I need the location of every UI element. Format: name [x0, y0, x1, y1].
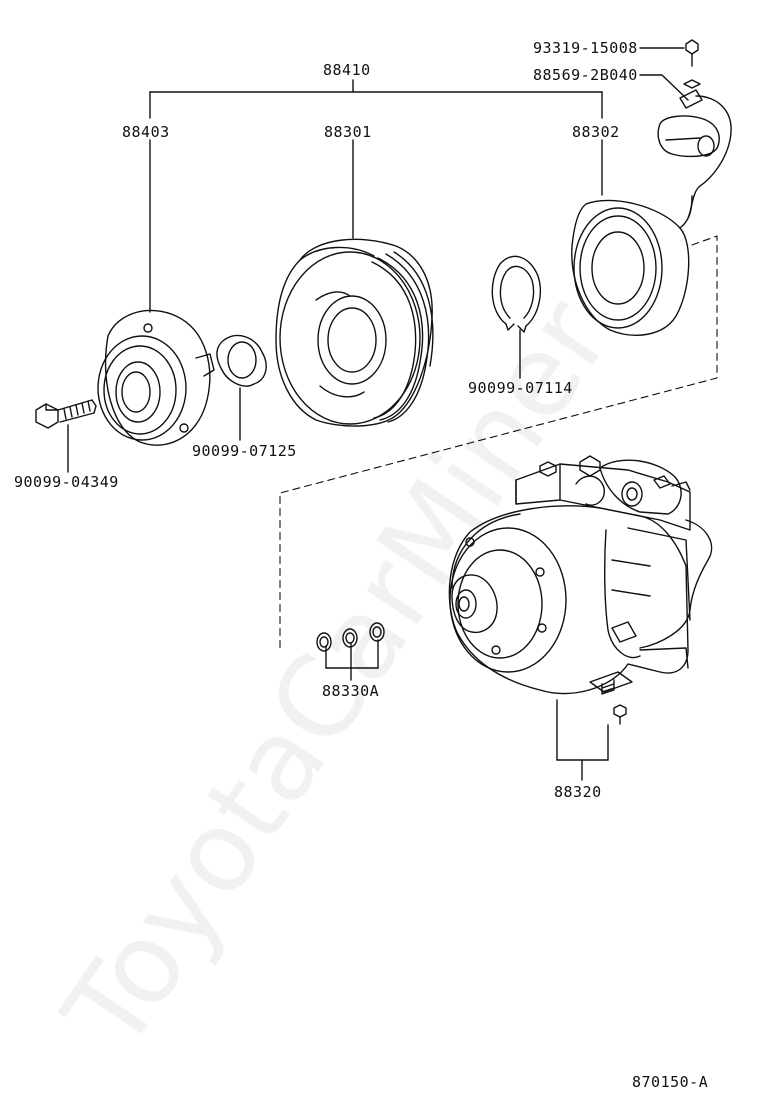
label-88410: 88410 — [323, 61, 371, 79]
shim-part — [216, 334, 267, 387]
alignment-dashes — [279, 235, 718, 653]
label-88301: 88301 — [324, 123, 372, 141]
label-88330A: 88330A — [322, 682, 380, 700]
stator-part — [571, 195, 693, 336]
screw-clamp-part — [657, 39, 732, 219]
compressor-part — [448, 455, 713, 725]
label-88403: 88403 — [122, 123, 170, 141]
label-88569-2B040: 88569-2B040 — [533, 66, 638, 84]
label-88302: 88302 — [572, 123, 620, 141]
figure-code: 870150-A — [632, 1073, 709, 1091]
snap-ring-part — [491, 255, 542, 333]
o-rings-part — [316, 622, 385, 652]
label-90099-07125: 90099-07125 — [192, 442, 297, 460]
label-90099-04349: 90099-04349 — [14, 473, 119, 491]
label-93319-15008: 93319-15008 — [533, 39, 638, 57]
label-88320: 88320 — [554, 783, 602, 801]
leader-lines — [67, 47, 689, 781]
bolt-part — [35, 399, 97, 429]
clutch-hub-part — [97, 309, 215, 446]
pulley-part — [275, 238, 434, 427]
label-90099-07114: 90099-07114 — [468, 379, 573, 397]
